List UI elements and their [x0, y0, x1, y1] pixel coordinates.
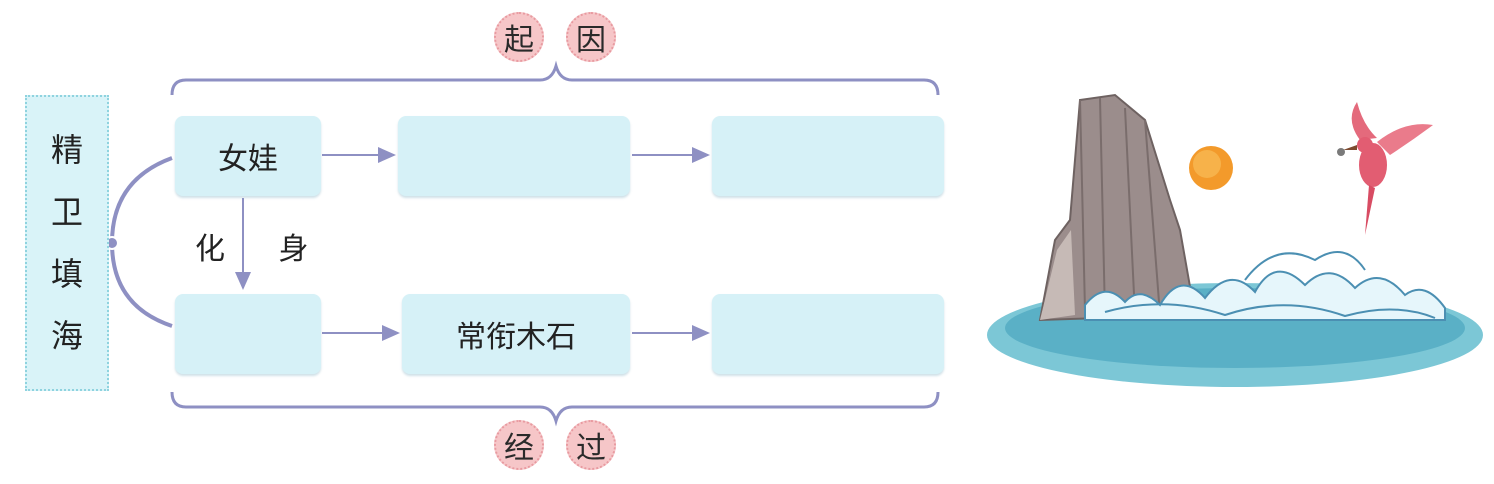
box-bottom-1[interactable] — [175, 294, 321, 374]
title-char: 海 — [50, 317, 83, 355]
left-arc — [109, 156, 173, 328]
bird-icon — [1337, 102, 1433, 235]
transform-label: 化 身 — [195, 232, 331, 267]
box-top-2[interactable] — [398, 116, 630, 196]
badge-jing: 经 — [494, 420, 544, 470]
top-brace — [170, 60, 940, 96]
box-bottom-3[interactable] — [712, 294, 944, 374]
badge-yin: 因 — [566, 12, 616, 62]
bottom-brace — [170, 391, 940, 427]
title-char: 填 — [50, 255, 83, 293]
badge-qi: 起 — [494, 12, 544, 62]
box-top-1: 女娃 — [175, 116, 321, 196]
title-char: 卫 — [50, 193, 83, 231]
title-char: 精 — [50, 131, 83, 169]
box-bottom-2: 常衔木石 — [402, 294, 630, 374]
cliff-icon — [1038, 93, 1197, 322]
badge-guo: 过 — [566, 420, 616, 470]
box-top-3[interactable] — [712, 116, 944, 196]
waves-icon — [1084, 251, 1446, 321]
story-title: 精 卫 填 海 — [25, 95, 109, 391]
jingwei-illustration — [987, 93, 1483, 387]
